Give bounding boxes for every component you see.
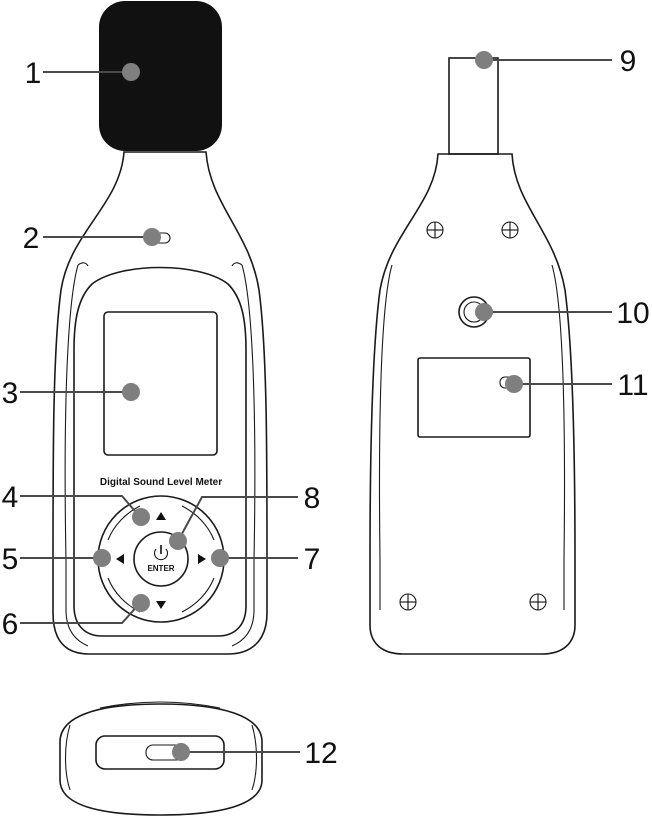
down-button[interactable] xyxy=(156,601,166,609)
back-view xyxy=(369,57,576,655)
right-grip-top xyxy=(231,262,243,267)
screw-bottom-right xyxy=(529,593,547,611)
bottom-right-edge xyxy=(251,724,257,791)
back-right-grip xyxy=(551,264,566,610)
callout-dot-4 xyxy=(132,508,150,526)
callout-number-2: 2 xyxy=(23,222,40,255)
callout-dot-5 xyxy=(93,549,111,567)
back-left-grip xyxy=(378,264,393,610)
callout-dot-9 xyxy=(475,51,493,69)
left-grip-top xyxy=(77,262,89,267)
callout-number-3: 3 xyxy=(2,377,19,410)
callout-dot-8 xyxy=(169,532,187,550)
callout-number-1: 1 xyxy=(25,57,42,90)
device-label: Digital Sound Level Meter xyxy=(100,477,222,488)
left-arrow-icon xyxy=(116,554,124,564)
callout-numbers: 1 2 3 4 5 6 7 8 9 10 11 12 xyxy=(2,45,650,770)
callout-dots xyxy=(93,51,523,761)
lcd-screen xyxy=(103,311,218,456)
callout-leaders xyxy=(20,59,612,753)
bottom-top-ridge xyxy=(99,701,221,709)
callout-dot-7 xyxy=(211,549,229,567)
leader-8 xyxy=(177,496,298,542)
power-icon xyxy=(153,545,169,561)
right-arrow-icon xyxy=(198,554,206,564)
callout-dot-10 xyxy=(475,303,493,321)
screw-bottom-left xyxy=(399,593,417,611)
callout-number-7: 7 xyxy=(304,543,321,576)
keypad-divider-nw xyxy=(107,505,141,541)
callout-dot-2 xyxy=(143,228,161,246)
callout-dot-11 xyxy=(505,375,523,393)
callout-number-5: 5 xyxy=(2,543,19,576)
keypad-divider-se xyxy=(181,577,215,613)
front-view: Digital Sound Level Meter ENTER xyxy=(52,1,268,655)
callout-number-12: 12 xyxy=(304,737,337,770)
callout-number-9: 9 xyxy=(620,45,637,78)
windscreen-foam xyxy=(99,1,222,151)
callout-dot-3 xyxy=(122,383,140,401)
front-body-outline xyxy=(52,151,268,655)
callout-dot-1 xyxy=(122,63,140,81)
bottom-body-outline xyxy=(59,703,263,816)
callout-number-8: 8 xyxy=(304,482,321,515)
enter-label: ENTER xyxy=(147,564,174,573)
bottom-left-edge xyxy=(65,724,71,791)
screw-top-left xyxy=(426,221,444,239)
callout-number-10: 10 xyxy=(616,297,649,330)
leader-6 xyxy=(20,602,141,624)
keypad-divider-ne xyxy=(181,505,215,541)
callout-number-11: 11 xyxy=(617,369,648,402)
callout-number-6: 6 xyxy=(2,608,19,641)
back-body-outline xyxy=(369,153,576,655)
screw-top-right xyxy=(501,221,519,239)
front-panel xyxy=(73,266,247,637)
left-button[interactable] xyxy=(116,554,124,564)
microphone-stem xyxy=(448,57,499,155)
callout-dot-12 xyxy=(172,743,190,761)
up-arrow-icon xyxy=(156,512,166,520)
bottom-view xyxy=(59,701,263,816)
battery-cover xyxy=(417,357,531,438)
right-grip-line xyxy=(231,264,256,647)
right-button[interactable] xyxy=(198,554,206,564)
leader-4 xyxy=(20,495,141,518)
up-button[interactable] xyxy=(156,512,166,520)
down-arrow-icon xyxy=(156,601,166,609)
enter-button[interactable] xyxy=(133,531,189,587)
callout-dot-6 xyxy=(132,594,150,612)
left-grip-line xyxy=(64,264,89,647)
callout-number-4: 4 xyxy=(2,481,19,514)
